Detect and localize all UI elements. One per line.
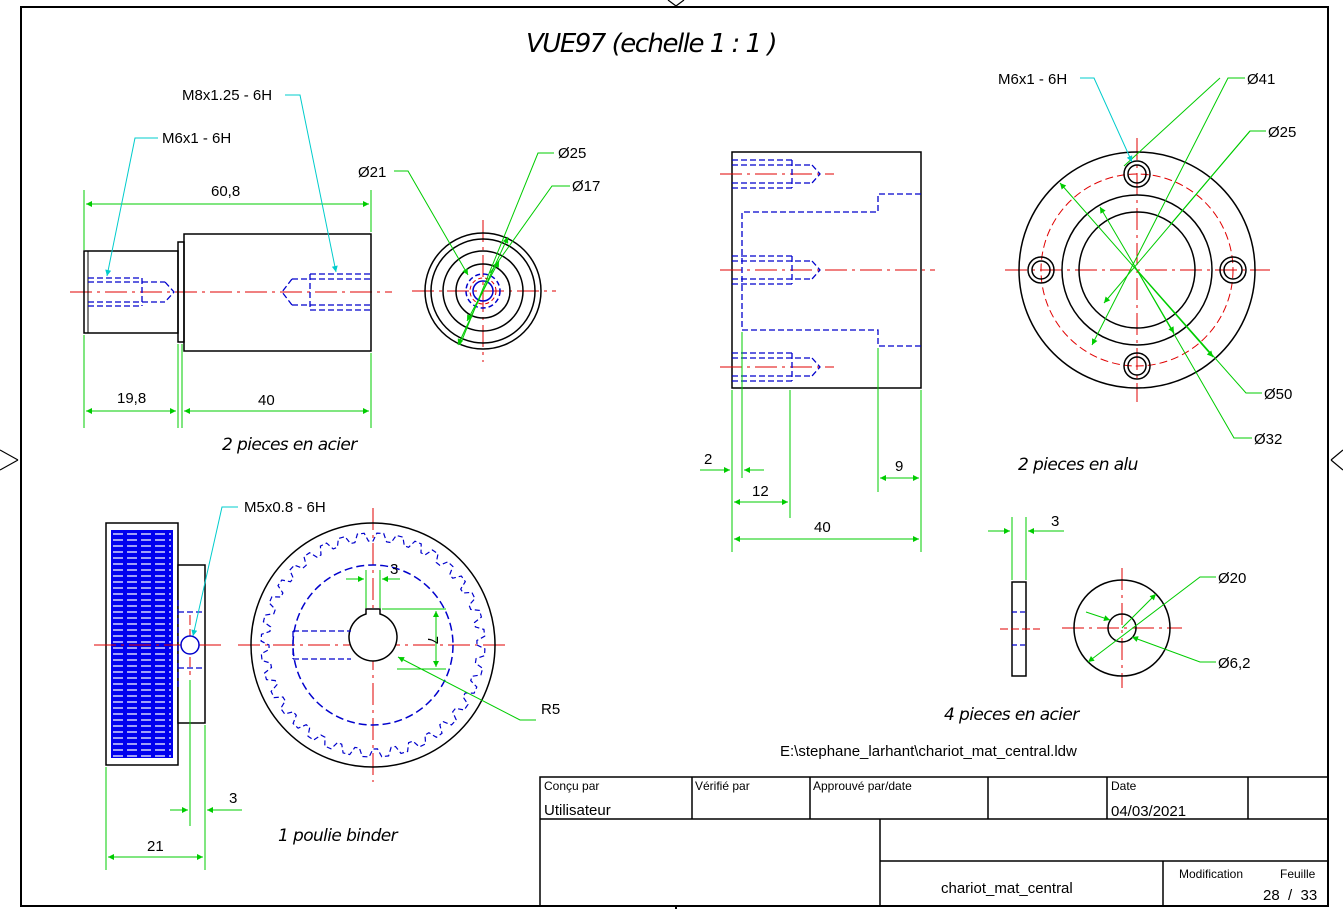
view-title: VUE97 (echelle 1 : 1 ) <box>526 29 776 59</box>
pulley-front-dimensions <box>346 570 536 721</box>
flange-thread-leader <box>1080 77 1133 163</box>
flange-dim-40: 40 <box>814 519 831 536</box>
pulley-gear-outline <box>260 532 486 758</box>
flange-side-view <box>720 151 935 389</box>
shaft-dimensions <box>83 190 372 428</box>
sheet-value: 28 / 33 <box>1263 887 1317 904</box>
washer-side-dimensions <box>988 517 1064 580</box>
pulley-front-view <box>238 508 508 782</box>
pulley-side-view <box>94 522 225 766</box>
modification-label: Modification <box>1179 867 1243 881</box>
washer-side-view <box>1000 581 1040 677</box>
designed-by-label: Conçu par <box>544 779 599 793</box>
flange-dia-25: Ø25 <box>1268 124 1296 141</box>
flange-dia-50: Ø50 <box>1264 386 1292 403</box>
flange-note: 2 pieces en alu <box>1018 455 1139 475</box>
shaft-dim-total: 60,8 <box>211 183 240 200</box>
flange-dim-12: 12 <box>752 483 769 500</box>
shaft-side-view <box>70 233 392 352</box>
flange-dia-41: Ø41 <box>1247 71 1275 88</box>
shaft-note: 2 pieces en acier <box>222 435 358 455</box>
date-value: 04/03/2021 <box>1111 803 1186 820</box>
sheet-label: Feuille <box>1280 867 1316 881</box>
shaft-end-view <box>412 220 556 362</box>
washer-dim-3: 3 <box>1051 513 1059 530</box>
washer-note: 4 pieces en acier <box>944 705 1080 725</box>
shaft-thread-leaders <box>105 94 338 277</box>
flange-dim-2: 2 <box>704 451 712 468</box>
file-path: E:\stephane_larhant\chariot_mat_central.… <box>780 743 1077 760</box>
washer-dia-62: Ø6,2 <box>1218 655 1251 672</box>
shaft-end-dia-inner: Ø17 <box>572 178 600 195</box>
shaft-end-dia-outer: Ø21 <box>358 164 386 181</box>
pulley-radius: R5 <box>541 701 560 718</box>
flange-dim-9: 9 <box>895 458 903 475</box>
shaft-dim-right: 40 <box>258 392 275 409</box>
pulley-dim-3-hub: 3 <box>229 790 237 807</box>
flange-dimensions <box>700 332 922 552</box>
shaft-thread-right-label: M8x1.25 - 6H <box>182 87 272 104</box>
flange-thread-label: M6x1 - 6H <box>998 71 1067 88</box>
flange-front-dia-leaders <box>1059 77 1266 439</box>
shaft-end-dia-leaders <box>394 152 570 346</box>
drawing-name: chariot_mat_central <box>941 880 1073 897</box>
pulley-side-dimensions <box>105 680 242 870</box>
washer-dia-leaders <box>1085 576 1216 663</box>
approved-label: Approuvé par/date <box>813 779 912 793</box>
shaft-thread-left-label: M6x1 - 6H <box>162 130 231 147</box>
pulley-note: 1 poulie binder <box>278 826 399 846</box>
pulley-thread-leader <box>191 506 238 637</box>
pulley-thread-label: M5x0.8 - 6H <box>244 499 326 516</box>
date-label: Date <box>1111 779 1137 793</box>
designed-by-value: Utilisateur <box>544 802 611 819</box>
flange-dia-32: Ø32 <box>1254 431 1282 448</box>
washer-dia-20: Ø20 <box>1218 570 1246 587</box>
pulley-dim-21: 21 <box>147 838 164 855</box>
shaft-end-dia-mid: Ø25 <box>558 145 586 162</box>
title-block <box>539 776 1329 907</box>
pulley-dim-7: 7 <box>424 636 441 644</box>
pulley-dim-3-keyway: 3 <box>390 561 398 578</box>
washer-front-view <box>1062 568 1182 688</box>
shaft-dim-left: 19,8 <box>117 390 146 407</box>
pulley-teeth <box>113 533 171 757</box>
checked-by-label: Vérifié par <box>695 779 750 793</box>
